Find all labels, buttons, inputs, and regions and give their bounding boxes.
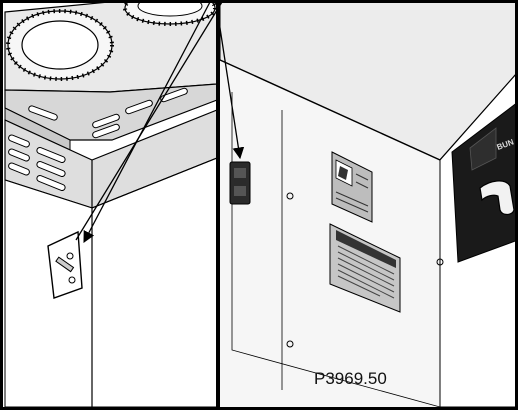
hinge-bracket-left: [47, 230, 83, 299]
front-face: BUN: [439, 71, 518, 408]
decal-upper: [331, 151, 373, 223]
leader-line-3: [215, 1, 245, 160]
housing-trim-left: [4, 83, 218, 151]
part-number: P3969.50: [314, 369, 387, 388]
warmer-plate-left: [4, 0, 218, 93]
right-panel: BUN: [219, 1, 518, 408]
latch-bracket-right: [229, 161, 251, 205]
callout-leaders: [75, 1, 245, 244]
screw-1: [286, 192, 294, 200]
decal-warning: [329, 223, 401, 313]
screw-3: [286, 340, 294, 348]
leader-line-2: [75, 1, 223, 241]
left-panel: [2, 0, 218, 408]
screw-2: [436, 258, 444, 266]
leader-line-1: [83, 1, 211, 244]
panel-divider: [216, 0, 220, 410]
